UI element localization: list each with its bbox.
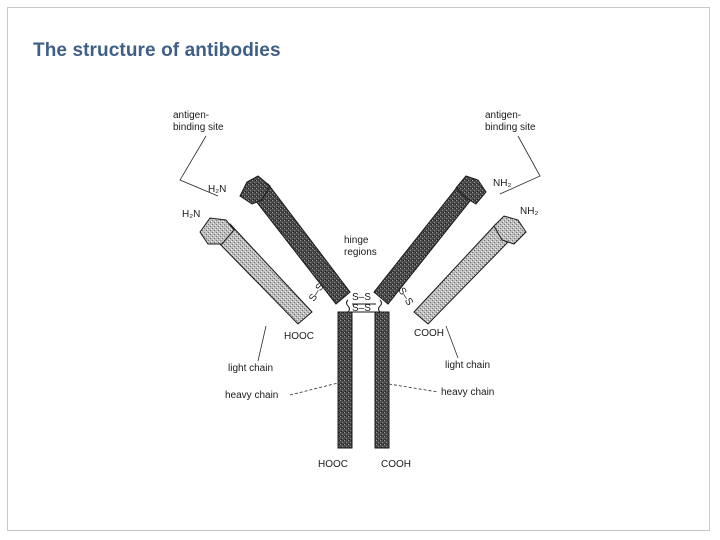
heavy-chain-right-label: heavy chain [441,387,494,398]
heavy-left-cooh-label: HOOC [318,459,348,470]
heavy-chain-stem-right [374,311,390,449]
light-left-nh2-label: H₂N [182,209,200,220]
heavy-chain-arm-right [373,175,487,305]
light-chain-left-label: light chain [228,363,273,374]
heavy-chain-left-label: heavy chain [225,390,278,401]
antigen-site-right-line2: binding site [485,122,536,133]
ss-bond-right-label: S–S [395,286,415,308]
light-right-nh2-label: NH₂ [520,206,538,217]
light-chain-right-label: light chain [445,360,490,371]
light-right-cooh-label: COOH [414,328,444,339]
antigen-site-left-line2: binding site [173,122,224,133]
heavy-chain-stem-left [337,311,353,449]
light-chain-left-callout: light chain [228,325,273,374]
ss-bond-center-top-label: S–S [352,292,371,303]
hinge-label-line1: hinge [344,235,369,246]
light-chain-right [413,215,527,325]
heavy-chain-arm-left [239,175,351,305]
antigen-site-left: antigen- binding site [173,110,224,197]
antigen-site-right-line1: antigen- [485,110,521,121]
hinge-region [346,299,382,313]
ss-bond-center-bottom-label: S–S [352,303,371,314]
heavy-chain-left-callout: heavy chain [225,382,339,401]
hinge-label-line2: regions [344,247,377,258]
hinge-label: hinge regions [344,235,377,258]
antigen-site-left-line1: antigen- [173,110,209,121]
slide-frame [7,7,710,531]
heavy-left-nh2-label: H₂N [208,184,226,195]
light-left-cooh-label: HOOC [284,331,314,342]
heavy-right-cooh-label: COOH [381,459,411,470]
heavy-chain-right-callout: heavy chain [388,383,494,398]
heavy-right-nh2-label: NH₂ [493,178,511,189]
light-chain-right-callout: light chain [445,325,490,371]
slide-title: The structure of antibodies [33,40,281,61]
antigen-site-right: antigen- binding site [485,110,541,195]
light-chain-left [199,217,313,325]
